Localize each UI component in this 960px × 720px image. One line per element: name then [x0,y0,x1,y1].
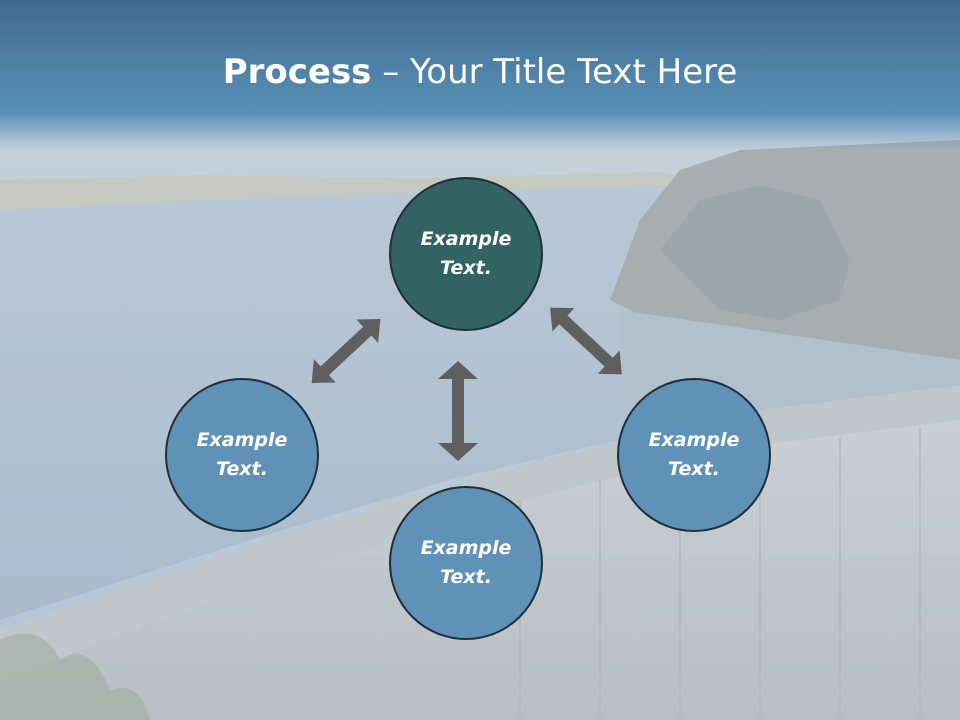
node-label: Example Text. [648,429,740,480]
node-label: Example Text. [420,537,512,588]
process-node-right: Example Text. [617,378,771,532]
process-node-bottom: Example Text. [389,486,543,640]
node-label: Example Text. [420,228,512,279]
process-node-top: Example Text. [389,177,543,331]
page-title: Process – Your Title Text Here [0,52,960,92]
title-bar [0,0,960,150]
process-node-left: Example Text. [165,378,319,532]
node-label: Example Text. [196,429,288,480]
title-rest: – Your Title Text Here [371,52,738,92]
title-bold: Process [222,52,372,92]
